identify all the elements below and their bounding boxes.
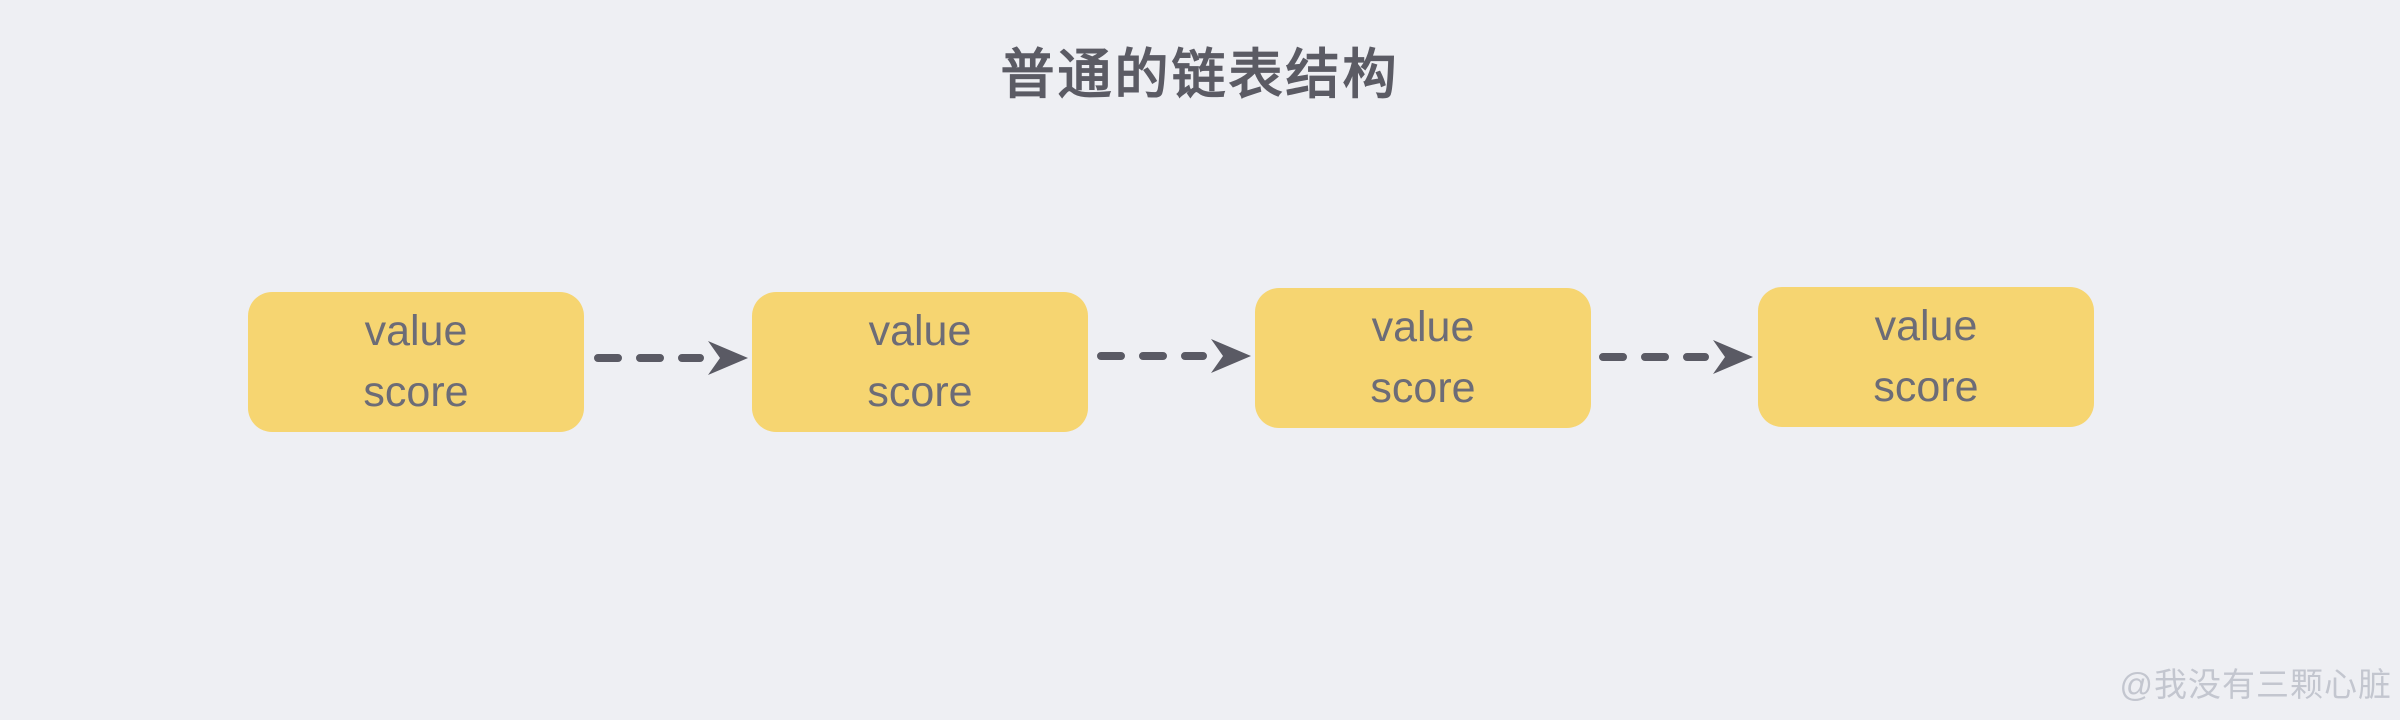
linked-list-node-2: value score xyxy=(752,292,1088,432)
node-value-label: value xyxy=(868,307,972,355)
watermark: @我没有三颗心脏 xyxy=(2119,666,2392,703)
node-value-label: value xyxy=(1874,302,1978,350)
node-score-label: score xyxy=(1370,364,1476,412)
dashed-arrow-icon xyxy=(594,341,748,375)
node-score-label: score xyxy=(363,368,469,416)
node-score-label: score xyxy=(1873,363,1979,411)
node-value-label: value xyxy=(364,307,468,355)
linked-list-node-1: value score xyxy=(248,292,584,432)
linked-list-node-3: value score xyxy=(1255,288,1591,428)
node-score-label: score xyxy=(867,368,973,416)
dashed-arrow-icon xyxy=(1599,340,1753,374)
node-value-label: value xyxy=(1371,303,1475,351)
diagram-title: 普通的链表结构 xyxy=(1000,45,1400,105)
dashed-arrow-icon xyxy=(1097,339,1251,373)
linked-list-node-4: value score xyxy=(1758,287,2094,427)
